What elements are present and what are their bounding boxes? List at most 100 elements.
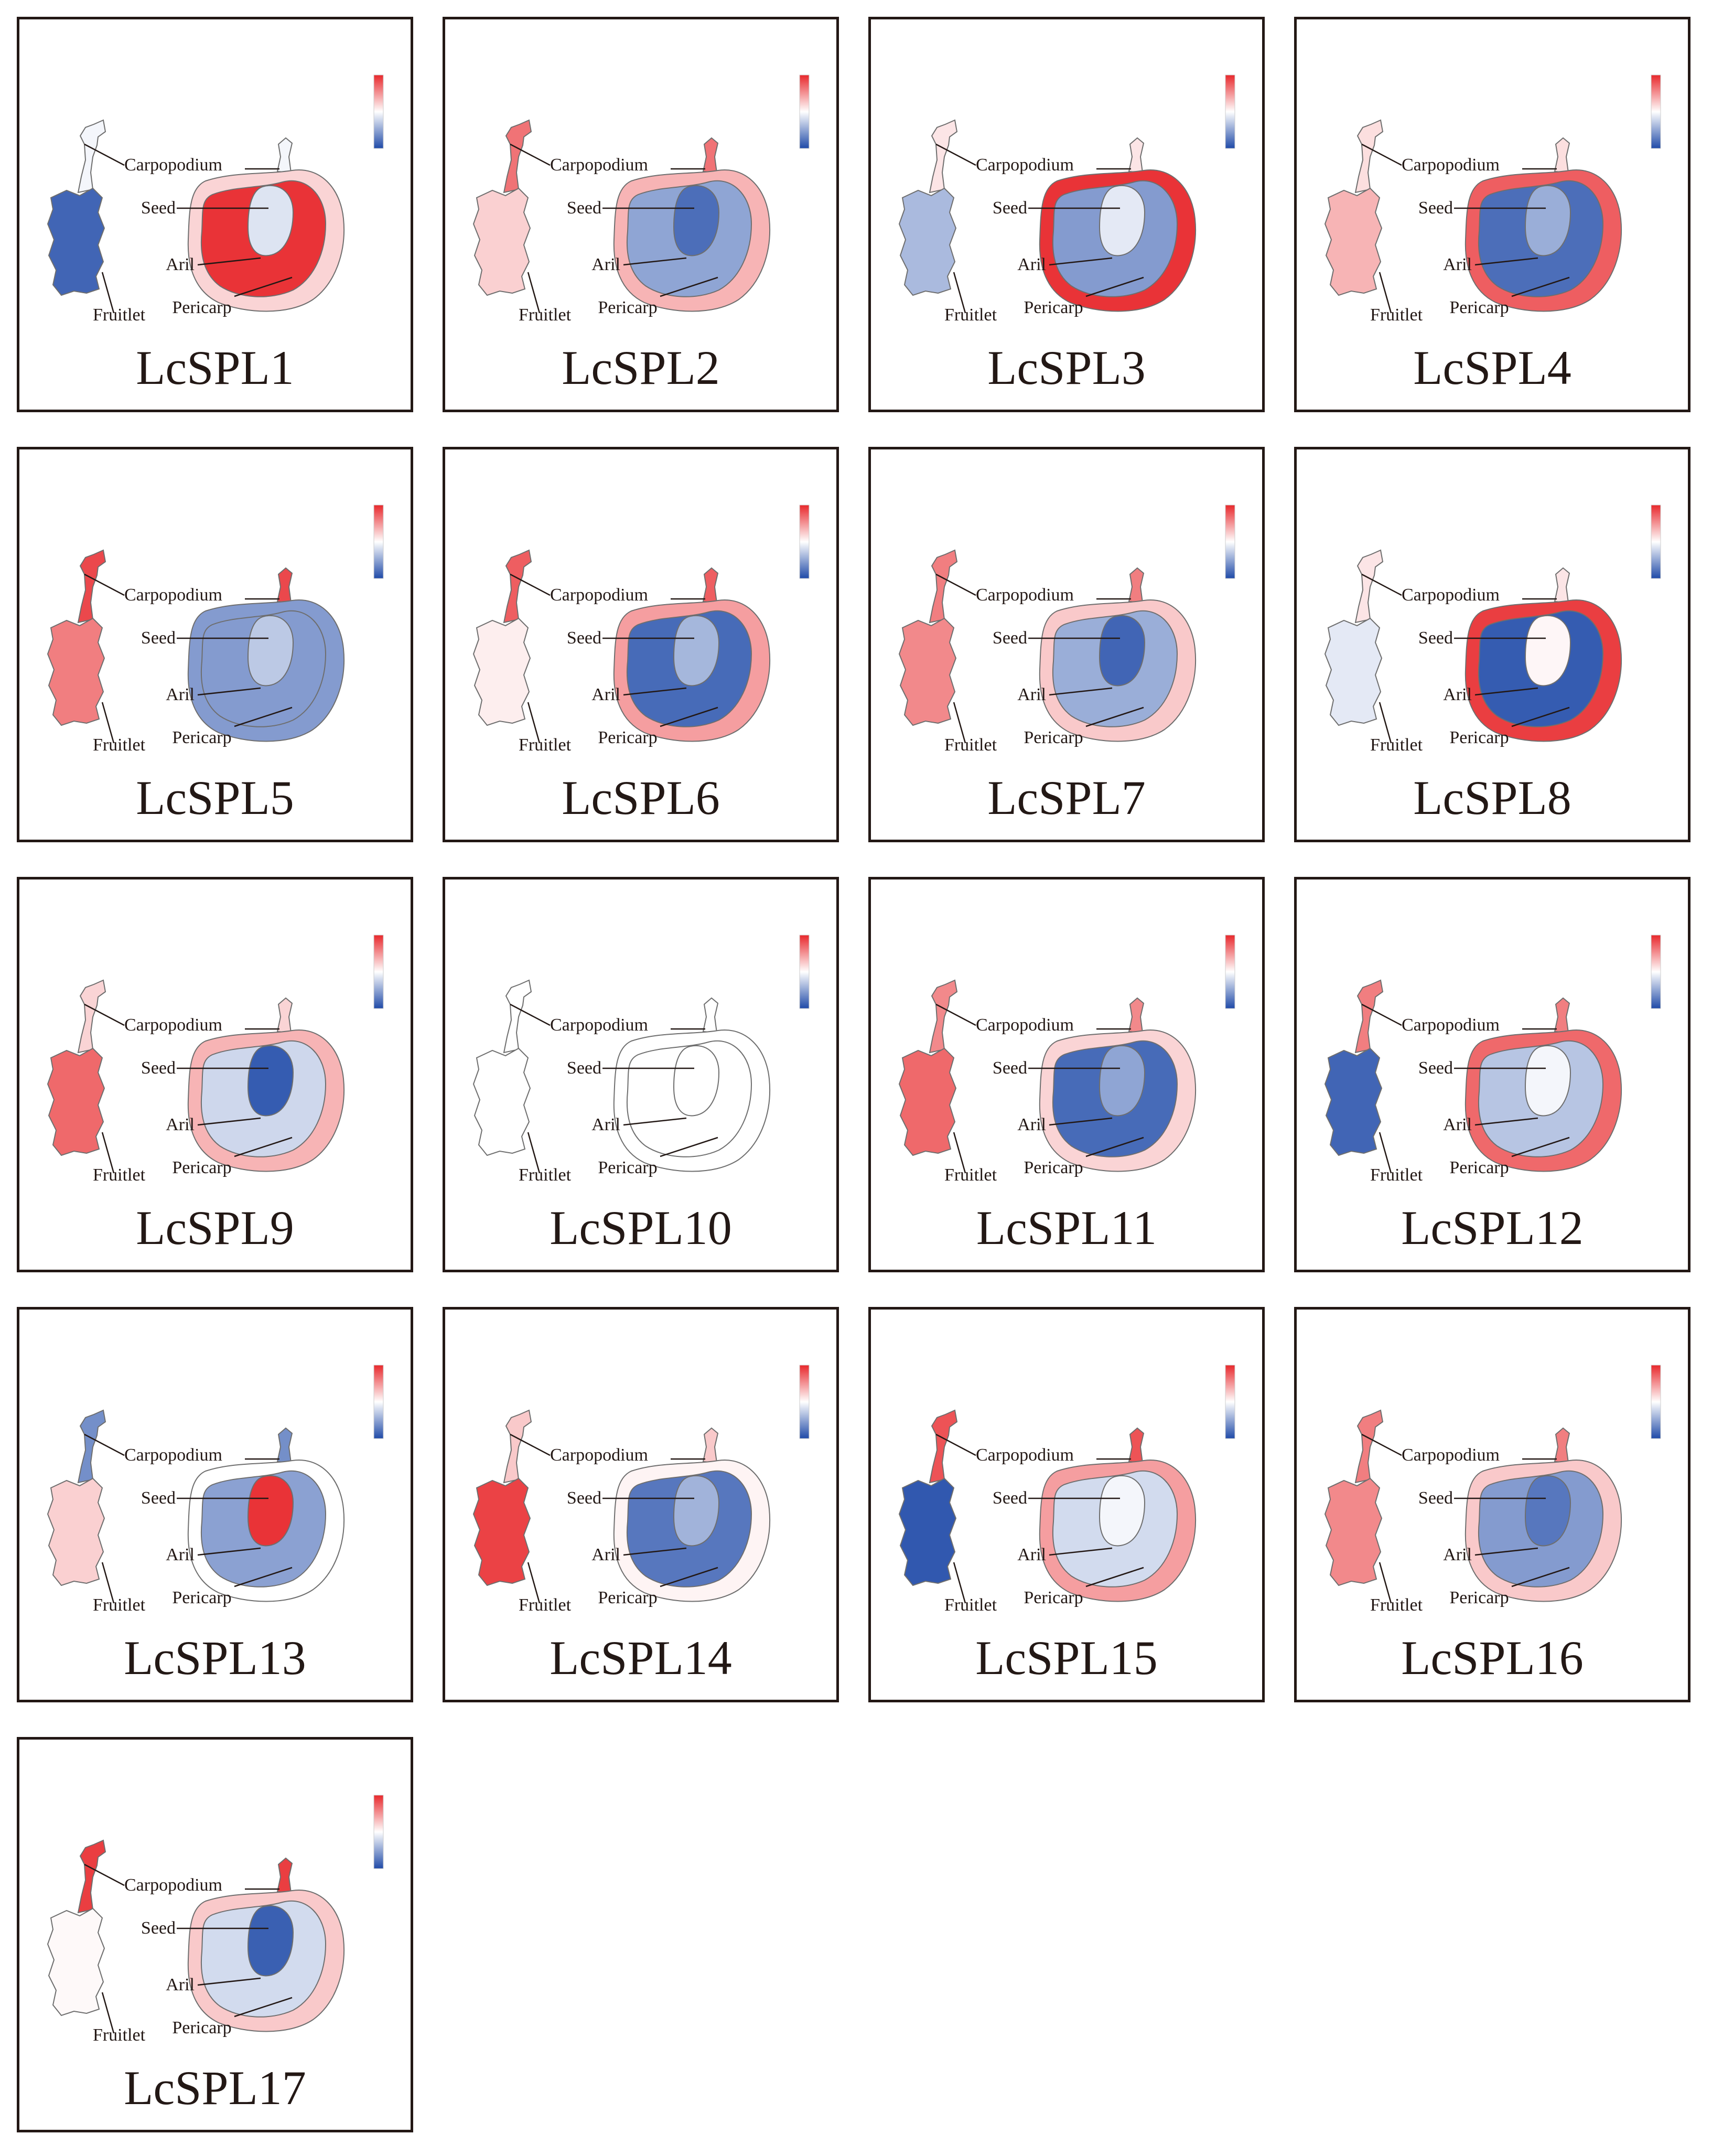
carpopodium-region [1354, 1409, 1384, 1484]
leader-line [527, 272, 541, 314]
seed-region [1524, 185, 1571, 256]
leader-line [510, 143, 551, 166]
label-carpopodium: Carpopodium [124, 585, 222, 605]
fruit-stalk-region [276, 1857, 293, 1894]
label-pericarp: Pericarp [172, 2018, 231, 2037]
leader-line [101, 1992, 115, 2034]
label-pericarp: Pericarp [1024, 1158, 1083, 1177]
leader-line [660, 706, 718, 727]
leader-line [1361, 1433, 1402, 1456]
carpopodium-region [1354, 119, 1384, 194]
leader-line [527, 702, 541, 744]
label-pericarp: Pericarp [172, 298, 231, 317]
color-scale-bar [373, 1795, 384, 1869]
gene-name: LcSPL11 [976, 1201, 1157, 1254]
carpopodium-region [503, 549, 532, 624]
label-fruitlet: Fruitlet [1370, 305, 1423, 325]
label-aril: Aril [1443, 1545, 1472, 1564]
color-scale-bar [1651, 935, 1661, 1009]
color-scale-bar [1225, 505, 1235, 579]
seed-region [1099, 615, 1146, 687]
label-pericarp: Pericarp [1024, 298, 1083, 317]
color-scale-bar [373, 1365, 384, 1439]
label-seed: Seed [993, 628, 1027, 648]
leader-line [234, 1567, 293, 1587]
label-carpopodium: Carpopodium [1402, 585, 1500, 605]
gene-name: LcSPL2 [562, 341, 720, 394]
leader-line [1085, 706, 1144, 727]
leader-line [1361, 1003, 1402, 1026]
seed-region [673, 1045, 720, 1117]
fruit-stalk-region [1128, 567, 1145, 604]
label-pericarp: Pericarp [1449, 298, 1509, 317]
leader-line [527, 1132, 541, 1174]
color-scale-bar [799, 74, 810, 149]
leader-line [84, 573, 125, 596]
carpopodium-region [77, 119, 106, 194]
leader-line [101, 1562, 115, 1604]
leader-line [623, 687, 687, 696]
label-pericarp: Pericarp [1024, 1588, 1083, 1607]
leader-line [197, 257, 261, 266]
label-fruitlet: Fruitlet [1370, 1595, 1423, 1615]
label-fruitlet: Fruitlet [944, 305, 997, 325]
color-scale-bar [1651, 505, 1661, 579]
leader-line [623, 1547, 687, 1556]
fruit-diagram: CarpopodiumSeedArilPericarpFruitletLcSPL… [472, 1365, 810, 1685]
label-aril: Aril [1017, 1545, 1046, 1564]
seed-region [247, 1045, 294, 1117]
label-carpopodium: Carpopodium [1402, 1015, 1500, 1035]
label-aril: Aril [591, 255, 620, 274]
gene-name: LcSPL5 [136, 771, 294, 824]
color-scale-bar [799, 935, 810, 1009]
gene-name: LcSPL10 [550, 1201, 732, 1254]
leader-line [101, 272, 115, 314]
fruit-diagram: CarpopodiumSeedArilPericarpFruitletLcSPL… [47, 74, 384, 394]
label-pericarp: Pericarp [1024, 728, 1083, 747]
seed-region [1099, 1475, 1146, 1547]
gene-name: LcSPL7 [987, 771, 1146, 824]
label-carpopodium: Carpopodium [976, 155, 1074, 175]
leader-line [1361, 573, 1402, 596]
label-seed: Seed [993, 1488, 1027, 1508]
label-fruitlet: Fruitlet [519, 735, 572, 755]
seed-region [1099, 185, 1146, 256]
leader-line [623, 257, 687, 266]
label-pericarp: Pericarp [172, 728, 231, 747]
label-carpopodium: Carpopodium [1402, 155, 1500, 175]
carpopodium-region [503, 979, 532, 1054]
label-fruitlet: Fruitlet [519, 1165, 572, 1185]
leader-line [1049, 257, 1113, 266]
leader-line [234, 1997, 293, 2018]
label-aril: Aril [591, 685, 620, 704]
color-scale-bar [1225, 74, 1235, 149]
color-scale-bar [1225, 1365, 1235, 1439]
label-seed: Seed [1418, 1058, 1453, 1078]
leader-line [935, 1003, 976, 1026]
leader-line [660, 1567, 718, 1587]
fruitlet-region [1324, 1477, 1383, 1586]
label-seed: Seed [567, 1488, 601, 1508]
fruit-diagram: CarpopodiumSeedArilPericarpFruitletLcSPL… [898, 935, 1235, 1254]
color-scale-bar [1651, 1365, 1661, 1439]
fruitlet-region [47, 1907, 105, 2016]
fruit-stalk-region [1554, 997, 1570, 1034]
leader-line [1049, 687, 1113, 696]
label-seed: Seed [567, 1058, 601, 1078]
seed-region [247, 185, 294, 256]
label-aril: Aril [166, 1545, 195, 1564]
fruit-stalk-region [1128, 137, 1145, 174]
leader-line [1474, 1117, 1538, 1126]
color-scale-bar [799, 505, 810, 579]
leader-line [1474, 1547, 1538, 1556]
fruit-diagram: CarpopodiumSeedArilPericarpFruitletLcSPL… [47, 1795, 384, 2115]
carpopodium-region [77, 1839, 106, 1914]
fruit-diagram: CarpopodiumSeedArilPericarpFruitletLcSPL… [1324, 505, 1661, 824]
label-carpopodium: Carpopodium [550, 155, 648, 175]
